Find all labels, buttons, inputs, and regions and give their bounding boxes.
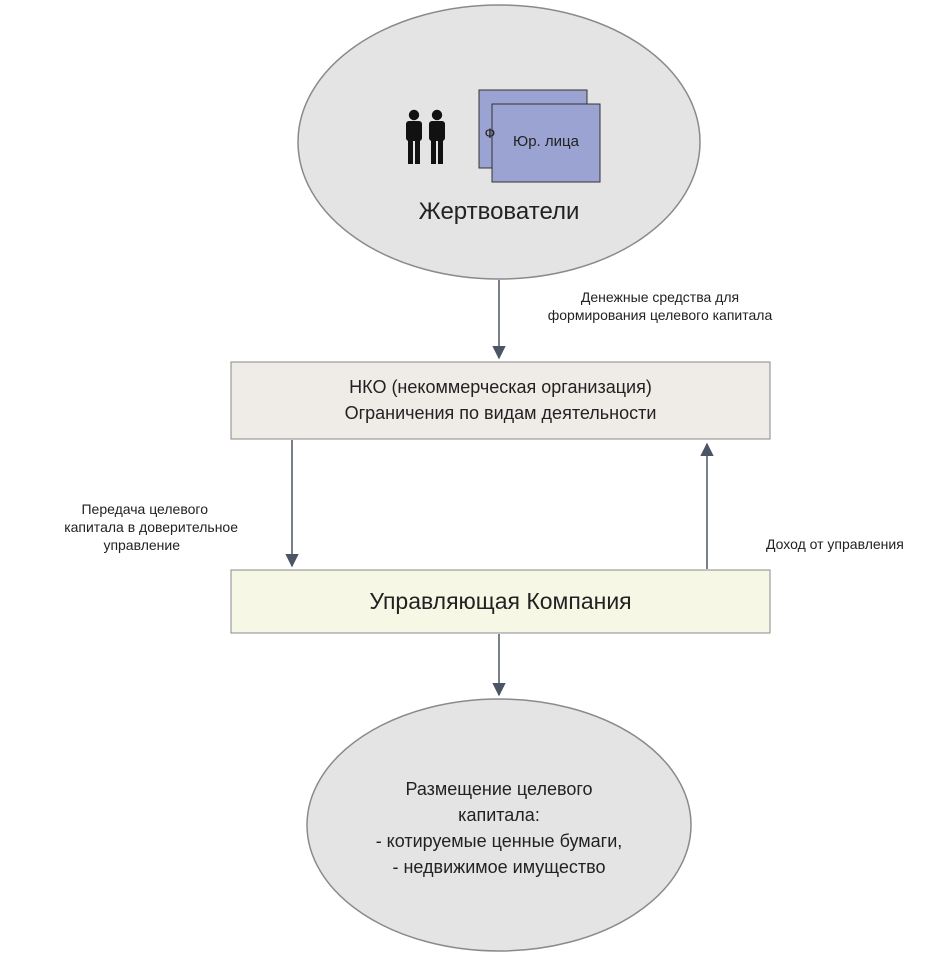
- individuals-card-label: Ф: [484, 125, 496, 141]
- placement-label-line1: Размещение целевого: [405, 779, 593, 799]
- legal-entities-card: [491, 103, 601, 183]
- transfer-flow-label: Передача целевого капитала в доверительн…: [2, 500, 238, 554]
- donors-title: Жертвователи: [418, 198, 580, 225]
- transfer-flow-label-line3: управление: [103, 537, 180, 553]
- transfer-flow-label-line1: Передача целевого: [81, 501, 208, 517]
- placement-ellipse: [306, 698, 692, 952]
- donations-flow-label: Денежные средства для формирования целев…: [500, 288, 820, 324]
- management-company-title: Управляющая Компания: [369, 588, 632, 614]
- placement-label-line4: - недвижимое имущество: [392, 857, 606, 877]
- income-flow-label: Доход от управления: [766, 536, 904, 552]
- nko-label: НКО (некоммерческая организация) Огранич…: [231, 374, 770, 426]
- management-company-box: [230, 569, 771, 634]
- donations-flow-label-line1: Денежные средства для: [580, 289, 740, 305]
- placement-label-line2: капитала:: [458, 805, 540, 825]
- donations-flow-label-line2: формирования целевого капитала: [547, 307, 773, 323]
- nko-box: [230, 361, 771, 440]
- transfer-flow-label-line2: капитала в доверительное: [64, 519, 238, 535]
- legal-entities-card-label: Юр. лица: [513, 133, 579, 150]
- placement-label: Размещение целевого капитала: - котируем…: [320, 776, 678, 880]
- two-people-icon: [406, 109, 445, 164]
- nko-label-line1: НКО (некоммерческая организация): [349, 377, 652, 397]
- nko-label-line2: Ограничения по видам деятельности: [344, 403, 657, 423]
- placement-label-line3: - котируемые ценные бумаги,: [375, 831, 623, 851]
